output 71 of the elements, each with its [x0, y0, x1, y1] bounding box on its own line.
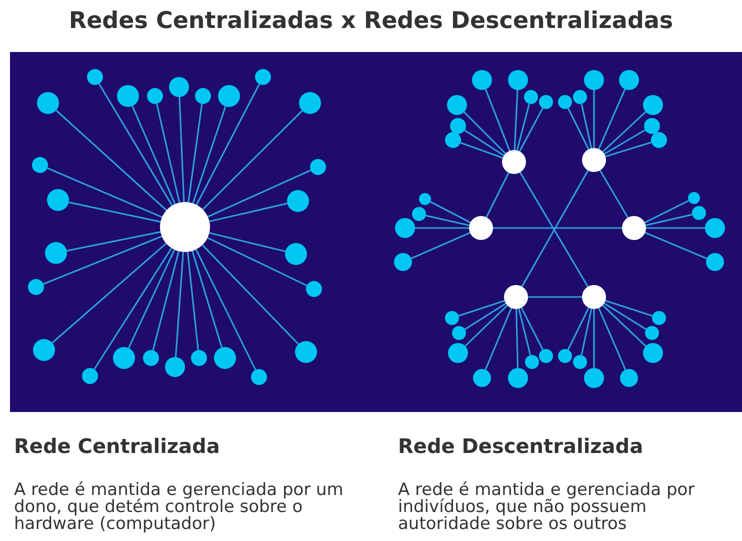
- connector-line: [43, 236, 162, 285]
- connector-line: [514, 90, 518, 150]
- connector-line: [520, 307, 544, 350]
- connector-line: [458, 300, 505, 317]
- connector-line: [602, 111, 646, 152]
- connector-line: [605, 142, 652, 158]
- connector-line: [518, 108, 544, 152]
- connector-line: [567, 108, 590, 150]
- connector-line: [174, 252, 184, 358]
- connector-line: [593, 309, 595, 368]
- title: Redes Centralizadas x Redes Descentralizadas: [68, 8, 674, 34]
- connector-line: [580, 104, 592, 148]
- connector-line: [207, 170, 312, 218]
- connector-line: [47, 167, 162, 218]
- connector-line: [68, 202, 161, 223]
- connector-line: [528, 296, 582, 298]
- connector-line: [518, 308, 532, 356]
- connector-line: [484, 89, 510, 152]
- connector-line: [464, 130, 504, 156]
- connector-line: [152, 251, 180, 350]
- connector-line: [646, 227, 705, 229]
- connector-line: [426, 214, 470, 226]
- description: A rede é mantida e gerenciada por indivíduos, que não possuem autoridade sobre os outros: [398, 482, 696, 533]
- connector-line: [604, 302, 646, 330]
- connector-line: [516, 104, 530, 151]
- connector-line: [195, 249, 256, 370]
- connector-line: [196, 84, 260, 206]
- connector-line: [493, 227, 622, 229]
- heading: Rede Descentralizada: [398, 436, 644, 456]
- connector-line: [644, 200, 689, 224]
- connector-line: [56, 110, 167, 211]
- connector-line: [604, 129, 646, 155]
- description: A rede é mantida e gerenciada por um dono, que detém controle sobre o hardware (computador): [14, 482, 344, 533]
- connector-line: [128, 249, 176, 348]
- connector-line: [593, 90, 595, 148]
- connector-line: [209, 202, 288, 222]
- connector-line: [66, 231, 161, 252]
- connector-line: [202, 244, 299, 345]
- connector-line: [156, 104, 180, 203]
- connector-line: [202, 110, 303, 210]
- connector-line: [192, 250, 223, 348]
- connector-line: [464, 112, 506, 154]
- connector-line: [646, 214, 692, 226]
- connector-line: [52, 242, 167, 344]
- connector-line: [464, 302, 506, 330]
- connector-line: [598, 308, 626, 370]
- connector-line: [599, 170, 629, 218]
- connector-line: [410, 232, 470, 260]
- connector-line: [567, 307, 590, 350]
- connector-line: [484, 308, 512, 370]
- connector-line: [415, 227, 469, 229]
- connector-line: [460, 142, 503, 159]
- connector-line: [605, 300, 653, 317]
- connector-line: [598, 88, 626, 150]
- connector-line: [464, 304, 508, 347]
- connector-line: [580, 308, 592, 356]
- heading: Rede Centralizada: [14, 436, 221, 456]
- connector-line: [486, 172, 510, 218]
- connector-line: [430, 201, 471, 224]
- connector-line: [192, 106, 226, 204]
- connector-line: [207, 237, 308, 286]
- connector-line: [98, 83, 173, 206]
- connector-line: [644, 232, 707, 260]
- connector-line: [132, 106, 176, 204]
- connector-line: [178, 96, 185, 202]
- connector-line: [516, 308, 519, 368]
- connector-line: [209, 232, 286, 252]
- connector-line: [94, 248, 172, 370]
- connector-line: [602, 304, 646, 347]
- connector-line: [188, 104, 203, 202]
- connector-line: [186, 252, 199, 350]
